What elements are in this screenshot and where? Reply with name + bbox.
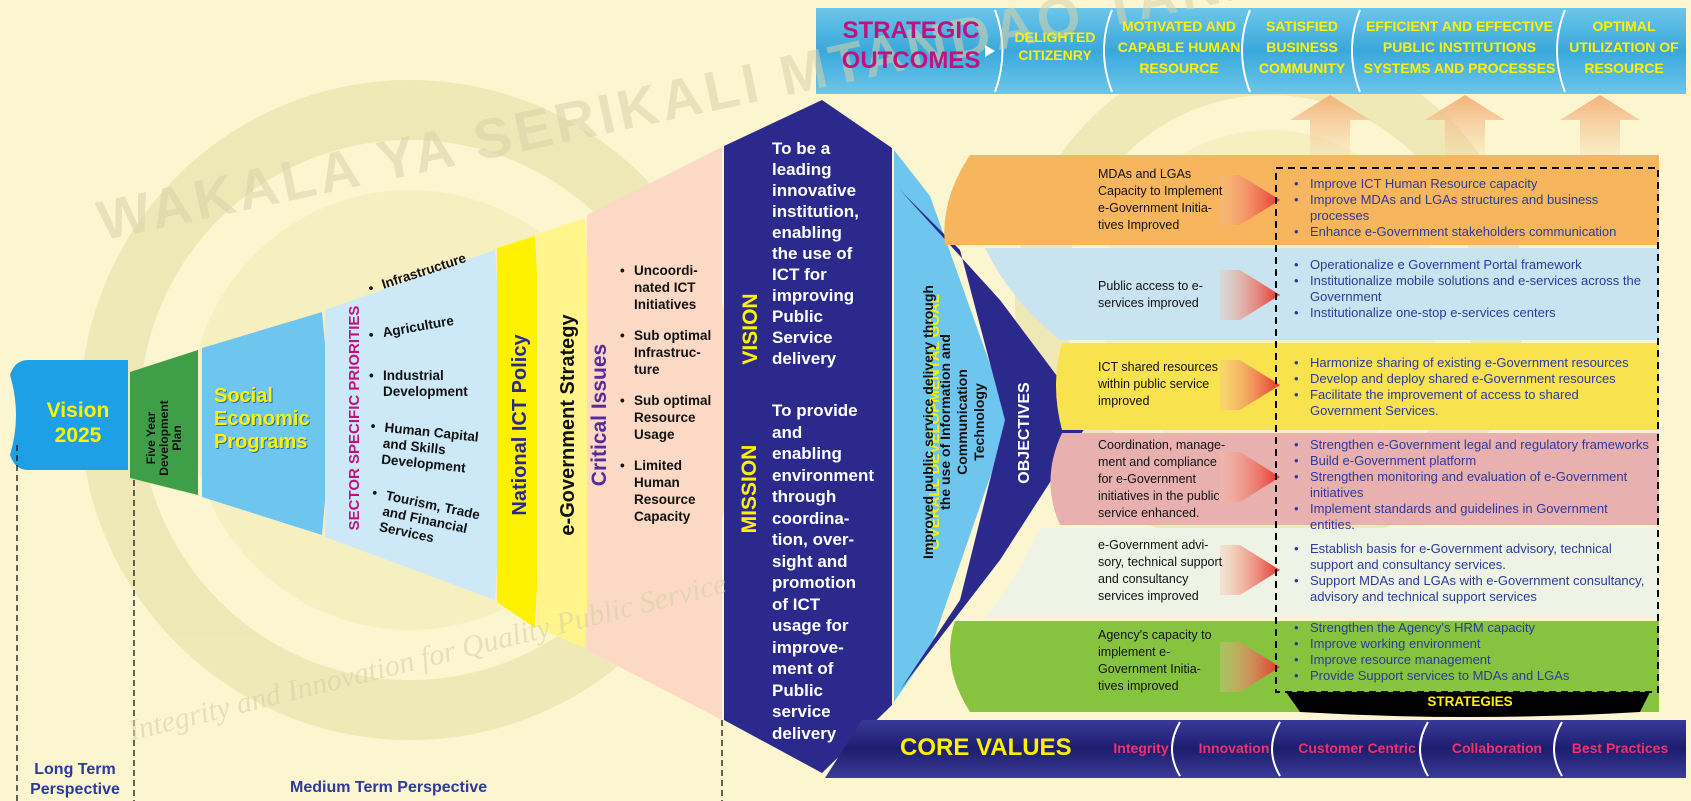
vision2025-line1: Vision xyxy=(46,399,110,422)
critical-issue-item: Limited Human Resource Capacity xyxy=(620,457,715,525)
strategic-outcomes-bar xyxy=(816,8,1686,94)
egov-strategy-label: e-Government Strategy xyxy=(557,314,579,536)
strategy-item: Strengthen the Agency's HRM capacity xyxy=(1290,620,1650,636)
vision2025-line2: 2025 xyxy=(54,424,102,447)
perspective-lines xyxy=(16,445,723,801)
long-term-perspective: Long Term Perspective xyxy=(30,761,120,798)
strategy-item: Improve ICT Human Resource capacity xyxy=(1290,176,1650,192)
strategy-item: Build e-Government platform xyxy=(1290,453,1650,469)
core-value-item: Collaboration xyxy=(1451,740,1543,756)
strategy-item: Strengthen monitoring and evaluation of … xyxy=(1290,469,1650,501)
strategy-list: Establish basis for e-Government advisor… xyxy=(1290,541,1650,605)
core-value-item: Customer Centric xyxy=(1298,740,1416,756)
strategy-item: Implement standards and guidelines in Go… xyxy=(1290,501,1650,533)
mission-label: MISSION xyxy=(738,444,761,534)
strategy-item: Strengthen e-Government legal and regula… xyxy=(1290,437,1650,453)
sector-title: SECTOR SPECIFIC PRIORITIES xyxy=(346,305,363,531)
critical-issues-title: Critical Issues xyxy=(588,343,611,487)
vision-text: To be a leading innovative institution, … xyxy=(772,139,859,368)
strategic-outcomes-title: STRATEGIC OUTCOMES xyxy=(841,17,981,74)
core-value-item: Innovation xyxy=(1198,740,1270,756)
strategy-item: Institutionalize mobile solutions and e-… xyxy=(1290,273,1650,305)
strategy-item: Develop and deploy shared e-Government r… xyxy=(1290,371,1650,387)
objective-text: MDAs and LGAs Capacity to Implement e-Go… xyxy=(1098,167,1223,232)
strategy-list: Strengthen the Agency's HRM capacity Imp… xyxy=(1290,620,1650,684)
objective-text: Coordination, manage- ment and complianc… xyxy=(1098,438,1226,520)
strategy-item: Establish basis for e-Government advisor… xyxy=(1290,541,1650,573)
critical-issue-item: Sub optimal Infrastruc- ture xyxy=(620,327,715,378)
ict-policy-label: National ICT Policy xyxy=(509,334,531,516)
sector-item: Industrial Development xyxy=(367,368,493,400)
strategy-item: Operationalize e Government Portal frame… xyxy=(1290,257,1650,273)
strategy-list: Improve ICT Human Resource capacity Impr… xyxy=(1290,176,1650,240)
five-year-plan-shape xyxy=(130,350,198,495)
five-year-plan-label: Five Year Development Plan xyxy=(144,400,184,476)
critical-issue-item: Uncoordi- nated ICT Initiatives xyxy=(620,262,715,313)
objective-text: Agency's capacity to implement e-Governm… xyxy=(1098,628,1212,693)
social-economic-label: Social Economic Programs xyxy=(214,385,310,453)
critical-issue-item: Sub optimal Resource Usage xyxy=(620,392,715,443)
up-arrows xyxy=(1290,95,1640,155)
strategy-list: Operationalize e Government Portal frame… xyxy=(1290,257,1650,321)
strategy-item: Institutionalize one-stop e-services cen… xyxy=(1290,305,1650,321)
sector-list: Infrastructure Agriculture Industrial De… xyxy=(364,250,497,545)
sector-item: Human Capital and Skills Development xyxy=(364,418,494,479)
sector-item: Agriculture xyxy=(366,306,497,344)
egov-strategy-shape xyxy=(537,218,595,648)
medium-term-perspective: Medium Term Perspective xyxy=(290,779,488,796)
objectives-label: OBJECTIVES xyxy=(1016,382,1033,484)
core-value-item: Best Practices xyxy=(1571,740,1669,756)
strategy-item: Provide Support services to MDAs and LGA… xyxy=(1290,668,1650,684)
core-values-bar xyxy=(825,720,1686,778)
strategy-list: Strengthen e-Government legal and regula… xyxy=(1290,437,1650,533)
objective-text: ICT shared resources within public servi… xyxy=(1098,360,1218,408)
strategy-item: Harmonize sharing of existing e-Governme… xyxy=(1290,355,1650,371)
strategy-item: Facilitate the improvement of access to … xyxy=(1290,387,1650,419)
vision2025-shape xyxy=(10,360,128,470)
objective-red-arrows xyxy=(1220,175,1280,692)
objectives-arrow-shape xyxy=(900,190,1090,690)
social-economic-shape xyxy=(202,312,332,535)
core-value-item: Integrity xyxy=(1113,740,1169,756)
outcome-item: SATISFIED BUSINESS COMMUNITY xyxy=(1258,18,1346,76)
goal-text: Improved public service delivery through… xyxy=(920,285,987,559)
outcome-item: EFFICIENT AND EFFECTIVE PUBLIC INSTITUTI… xyxy=(1363,18,1556,76)
core-values-title: CORE VALUES xyxy=(900,734,1072,761)
outcome-item: OPTIMAL UTILIZATION OF RESOURCE xyxy=(1569,18,1679,76)
mission-text: To provide and enabling environment thro… xyxy=(772,401,875,743)
objective-text: Public access to e-services improved xyxy=(1098,279,1203,310)
vision-mission-shape xyxy=(724,100,892,773)
critical-issues-list: Uncoordi- nated ICT Initiatives Sub opti… xyxy=(620,262,715,539)
objective-text: e-Government advi- sory, technical suppo… xyxy=(1098,538,1223,603)
strategies-banner-shape xyxy=(1286,692,1650,717)
strategy-list: Harmonize sharing of existing e-Governme… xyxy=(1290,355,1650,419)
goal-shape xyxy=(894,150,1010,702)
strategy-item: Improve resource management xyxy=(1290,652,1650,668)
vision2025-label: Vision 2025 xyxy=(28,398,128,448)
strategy-item: Improve MDAs and LGAs structures and bus… xyxy=(1290,192,1650,224)
vision-label: VISION xyxy=(739,293,762,365)
outcome-item: MOTIVATED AND CAPABLE HUMAN RESOURCE xyxy=(1117,18,1241,76)
strategy-item: Improve working environment xyxy=(1290,636,1650,652)
ict-policy-shape xyxy=(497,236,545,628)
strategy-item: Enhance e-Government stakeholders commun… xyxy=(1290,224,1650,240)
strategy-item: Support MDAs and LGAs with e-Government … xyxy=(1290,573,1650,605)
outcome-item: DELIGHTED CITIZENRY xyxy=(1014,29,1096,63)
strategies-label: STRATEGIES xyxy=(1427,694,1513,709)
